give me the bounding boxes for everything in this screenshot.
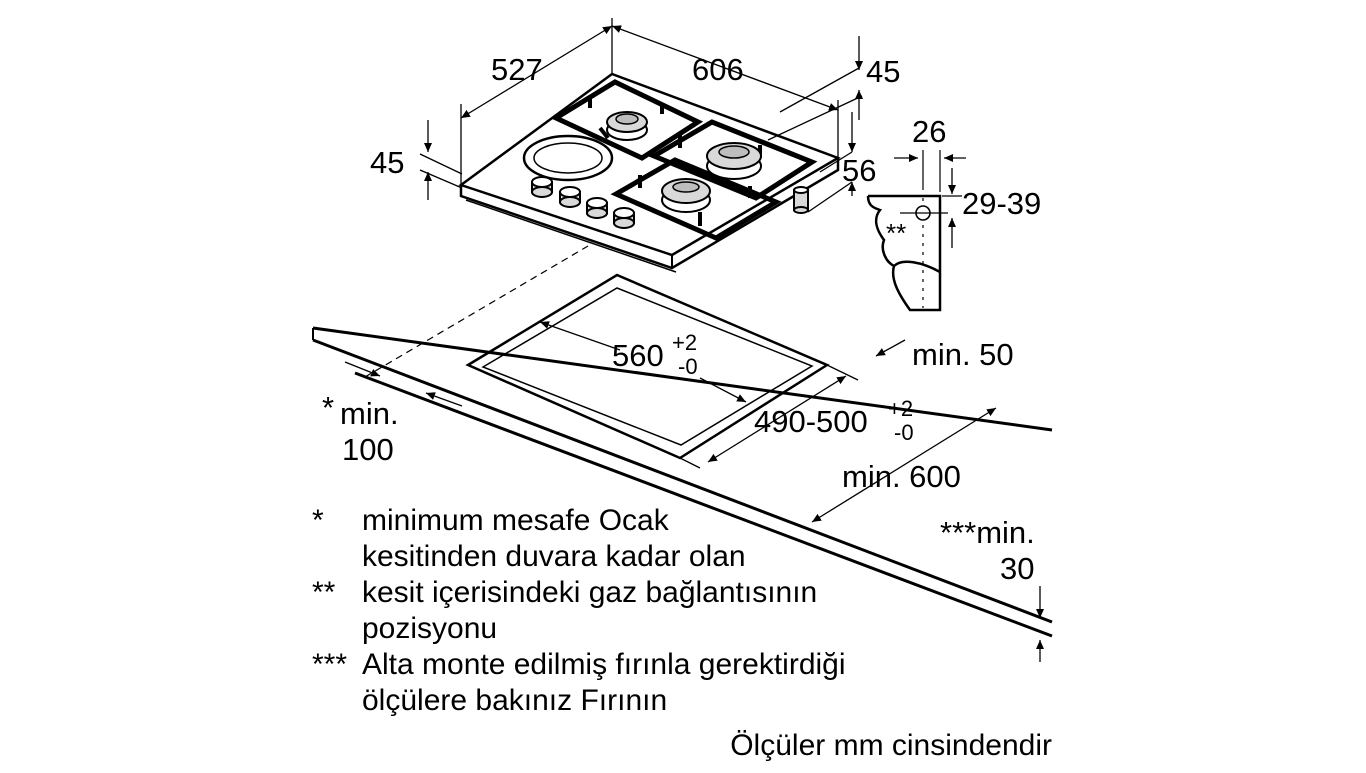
label-cutout-width-minus: -0 [678, 354, 698, 379]
label-min-wall-value: 100 [342, 432, 394, 467]
burner-right [706, 142, 762, 180]
knob-2 [559, 186, 581, 208]
label-cutout-depth-minus: -0 [894, 420, 914, 445]
label-connector-height: 29-39 [962, 186, 1041, 221]
electric-plate [522, 134, 614, 182]
dimension-labels: 527 606 45 45 56 26 29-39 ** 560 +2 -0 4… [322, 52, 1041, 586]
pan-support-front [610, 157, 782, 241]
footnote-1-line-1: minimum mesafe Ocak [362, 504, 670, 537]
footnotes: * minimum mesafe Ocak kesitinden duvara … [312, 504, 1052, 762]
control-knobs [531, 176, 635, 229]
side-section [866, 150, 966, 312]
footnote-1: * minimum mesafe Ocak kesitinden duvara … [312, 504, 746, 573]
label-min-wall-star: * [322, 390, 334, 425]
footnote-2-marker: ** [312, 576, 336, 609]
label-cutout-width: 560 [612, 338, 664, 373]
footnote-1-marker: * [312, 504, 324, 537]
footnote-3-line-1: Alta monte edilmiş fırınla gerektirdiği [362, 648, 846, 681]
footnote-2-line-1: kesit içerisindeki gaz bağlantısının [362, 576, 817, 609]
footnote-3-line-2: ölçülere bakınız Fırının [362, 684, 667, 717]
label-cutout-depth: 490-500 [754, 404, 868, 439]
label-min-under: ***min. [940, 515, 1035, 550]
hob-dimension-lines [419, 18, 863, 213]
footnote-1-line-2: kesitinden duvara kadar olan [362, 540, 746, 573]
label-hob-top-height: 45 [866, 54, 900, 89]
label-min-wall-text: min. [340, 396, 399, 431]
label-min-depth: min. 600 [842, 459, 961, 494]
knob-1 [531, 176, 553, 198]
footnote-2-line-2: pozisyonu [362, 612, 497, 645]
units-footer: Ölçüler mm cinsindendir [730, 729, 1052, 762]
worktop-dimension-lines [344, 321, 1044, 662]
label-min-under-value: 30 [1000, 551, 1034, 586]
burner-back [606, 111, 648, 141]
label-hob-width: 606 [692, 52, 744, 87]
hob [458, 72, 841, 273]
label-cutout-width-plus: +2 [672, 330, 697, 355]
label-hob-left-height: 45 [370, 145, 404, 180]
label-hob-right-offset: 56 [842, 153, 876, 188]
knob-3 [586, 197, 608, 219]
label-hob-depth: 527 [491, 52, 543, 87]
gas-connector [793, 186, 809, 214]
pan-support-right [648, 119, 818, 201]
label-min-back: min. 50 [912, 337, 1014, 372]
burner-front [661, 178, 711, 213]
footnote-2: ** kesit içerisindeki gaz bağlantısının … [312, 576, 817, 645]
label-cutout-depth-plus: +2 [888, 396, 913, 421]
label-gas-position-mark: ** [886, 218, 906, 248]
footnote-3: *** Alta monte edilmiş fırınla gerektird… [312, 648, 846, 717]
footnote-3-marker: *** [312, 648, 347, 681]
knob-4 [613, 207, 635, 229]
label-connector-offset: 26 [912, 114, 946, 149]
